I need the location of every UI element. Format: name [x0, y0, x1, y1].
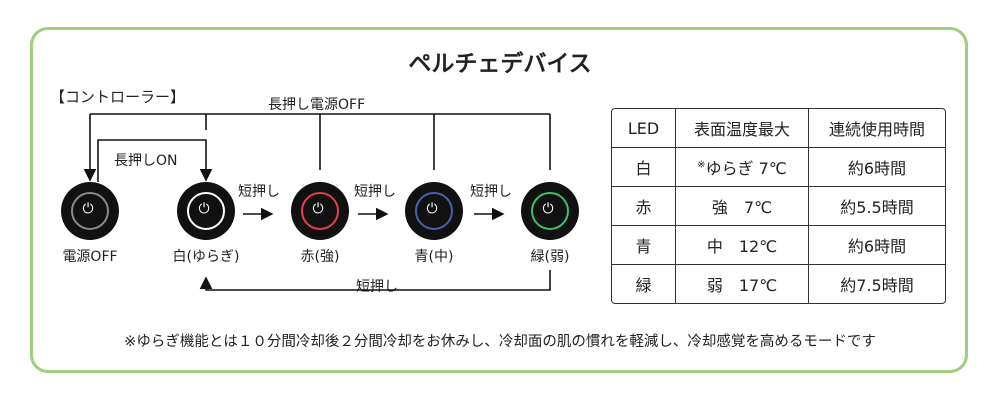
cell-time: 約6時間 — [809, 148, 945, 187]
power-icon: ⏻ — [312, 201, 324, 217]
led-ring — [415, 192, 453, 230]
power-button: ⏻ — [61, 182, 119, 240]
short-press-label: 短押し — [470, 184, 512, 200]
cell-time: 約6時間 — [809, 226, 945, 265]
temp-text: ゆらぎ 7℃ — [705, 159, 787, 178]
cell-led: 緑 — [612, 265, 676, 303]
power-icon: ⏻ — [426, 201, 438, 217]
footnote: ※ゆらぎ機能とは１０分間冷却後２分間冷却をお休みし、冷却面の肌の慣れを軽減し、冷… — [124, 334, 876, 350]
long-press-off-label: 長押し電源OFF — [268, 97, 366, 113]
led-ring — [301, 192, 339, 230]
cell-led: 赤 — [612, 187, 676, 226]
header-temp: 表面温度最大 — [676, 109, 809, 148]
power-icon: ⏻ — [198, 201, 210, 217]
cell-led: 白 — [612, 148, 676, 187]
page-title: ペルチェデバイス — [408, 51, 592, 77]
button-label: 緑(弱) — [530, 249, 570, 265]
cell-temp: 弱 17℃ — [676, 265, 809, 303]
button-label: 電源OFF — [62, 249, 118, 265]
cell-time: 約7.5時間 — [840, 276, 914, 295]
header-led: LED — [612, 109, 676, 148]
power-button: ⏻ — [291, 182, 349, 240]
short-press-label: 短押し — [352, 276, 402, 296]
power-icon: ⏻ — [82, 201, 94, 217]
power-button: ⏻ — [405, 182, 463, 240]
controller-label: 【コントローラー】 — [50, 88, 186, 106]
cell-temp: 強 7℃ — [676, 187, 809, 226]
power-icon: ⏻ — [542, 201, 554, 217]
short-press-label: 短押し — [354, 184, 396, 200]
cell-temp: 中 12℃ — [676, 226, 809, 265]
power-button: ⏻ — [177, 182, 235, 240]
frame — [30, 27, 968, 373]
led-ring — [71, 192, 109, 230]
long-press-on-label: 長押しON — [114, 153, 178, 169]
note-mark: ※ — [697, 159, 706, 171]
header-time: 連続使用時間 — [809, 109, 945, 148]
button-label: 青(中) — [414, 249, 454, 265]
led-ring — [187, 192, 225, 230]
cell-led: 青 — [612, 226, 676, 265]
cell-time: 約5.5時間 — [809, 187, 945, 226]
power-button: ⏻ — [521, 182, 579, 240]
short-press-label: 短押し — [238, 184, 280, 200]
led-ring — [531, 192, 569, 230]
button-label: 赤(強) — [300, 249, 340, 265]
cell-temp: ※ゆらぎ 7℃ — [676, 148, 809, 187]
button-label: 白(ゆらぎ) — [172, 249, 240, 265]
